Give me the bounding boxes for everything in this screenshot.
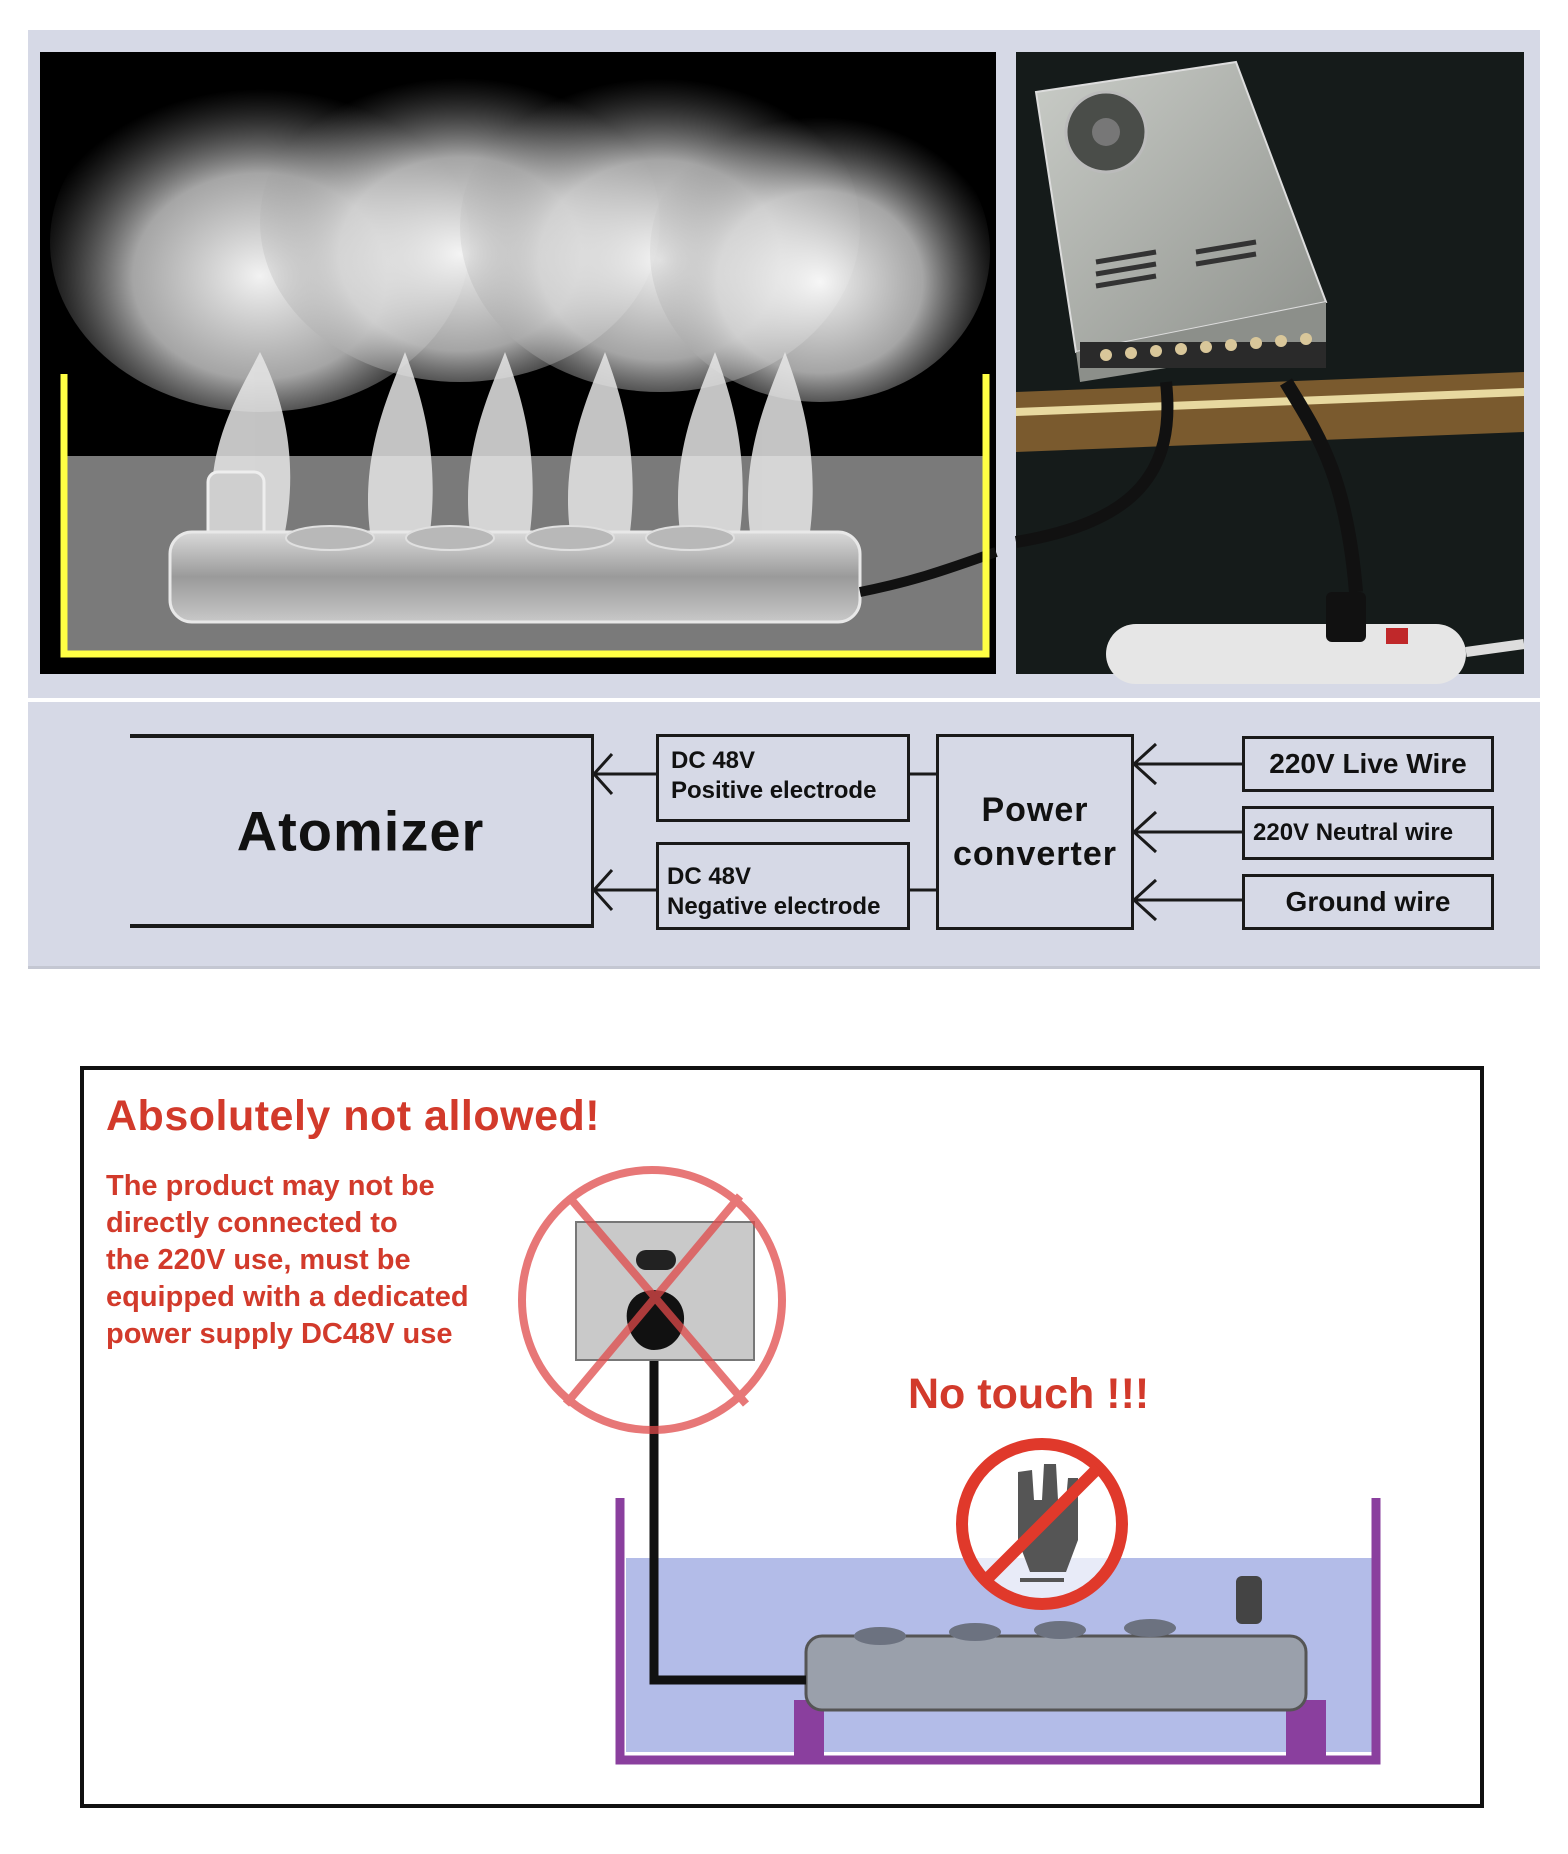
atomizer-in-tank — [804, 1634, 1308, 1712]
positive-electrode-label: Positive electrode — [671, 777, 877, 804]
power-converter-line1: Power — [981, 791, 1089, 829]
atomizer-label: Atomizer — [236, 799, 485, 863]
power-supply-illustration — [1015, 52, 1525, 684]
negative-voltage: DC 48V — [667, 863, 752, 890]
power-supply-photo — [1015, 52, 1525, 684]
neutral-wire-block: 220V Neutral wire — [1242, 806, 1494, 860]
warning-text-line: the 220V use, must be — [106, 1244, 411, 1276]
no-touch-label: No touch !!! — [908, 1370, 1150, 1418]
ground-wire-block: Ground wire — [1242, 874, 1494, 930]
prohibited-socket-icon — [518, 1166, 786, 1434]
ground-wire-label: Ground wire — [1285, 886, 1451, 917]
power-converter-block: Power converter — [936, 734, 1134, 930]
warning-text-line: directly connected to — [106, 1207, 398, 1239]
negative-electrode-block: DC 48V Negative electrode — [656, 842, 910, 930]
atomizer-block: Atomizer — [130, 734, 594, 928]
neutral-wire-label: 220V Neutral wire — [1253, 819, 1454, 846]
power-converter-label: Power converter — [939, 788, 1131, 876]
no-touch-icon — [956, 1438, 1128, 1610]
power-converter-line2: converter — [953, 835, 1117, 873]
live-wire-block: 220V Live Wire — [1242, 736, 1494, 792]
warning-text-line: The product may not be — [106, 1170, 435, 1202]
warning-title: Absolutely not allowed! — [106, 1092, 601, 1140]
negative-electrode-label: Negative electrode — [667, 893, 881, 920]
positive-voltage: DC 48V — [671, 747, 756, 774]
tank-outline — [615, 1498, 1381, 1765]
warning-text-line: equipped with a dedicated — [106, 1281, 469, 1313]
atomizer-mist-photo — [40, 52, 998, 674]
atomizer-mist-illustration — [40, 52, 998, 674]
warning-text-line: power supply DC48V use — [106, 1318, 453, 1350]
positive-electrode-block: DC 48V Positive electrode — [656, 734, 910, 822]
live-wire-label: 220V Live Wire — [1269, 748, 1467, 779]
